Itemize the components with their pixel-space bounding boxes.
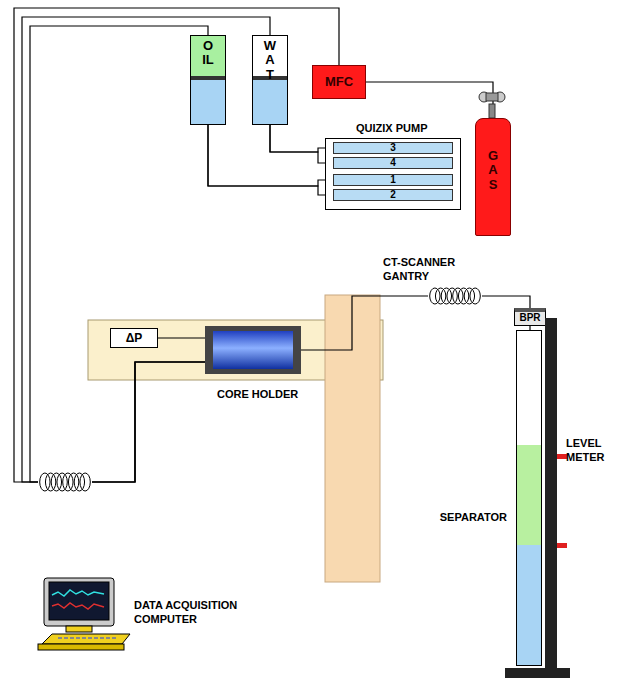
- pump-number: 4: [334, 158, 452, 168]
- meter-label: LEVEL METER: [566, 436, 616, 464]
- gas-bottle: GAS: [475, 118, 511, 236]
- ct-gantry: CT-SCANNER GANTRY: [325, 295, 380, 582]
- pump-number: 2: [334, 190, 452, 200]
- pump-housing: QUIZIX PUMP3412: [325, 138, 461, 210]
- back-pressure-regulator: BPR: [514, 308, 546, 326]
- core-holder: CORE HOLDER: [205, 326, 301, 374]
- bpr-label: BPR: [515, 312, 545, 324]
- level-meter-bar: LEVEL METER: [545, 318, 557, 670]
- gantry-label: CT-SCANNER GANTRY: [383, 255, 475, 283]
- separator-tube: SEPARATOR: [516, 330, 542, 666]
- core-holder-label: CORE HOLDER: [217, 388, 298, 400]
- tubing-line: [270, 125, 333, 163]
- tubing-line: [270, 125, 333, 152]
- mass-flow-controller: MFC: [312, 65, 366, 99]
- device-label: MFC: [313, 66, 365, 98]
- tubing-line: [14, 8, 339, 482]
- cylinder-label: WAT: [264, 39, 277, 82]
- level-marks: [557, 454, 567, 548]
- outlet-coil: [428, 286, 482, 306]
- inlet-coil: [38, 471, 92, 493]
- pump-number: 3: [334, 143, 452, 153]
- pump-cylinder: 3: [333, 142, 453, 154]
- pump-label: QUIZIX PUMP: [356, 122, 428, 134]
- pump-cylinder: 4: [333, 157, 453, 169]
- computer-label: DATA ACQUISITION COMPUTER: [134, 598, 259, 626]
- oil-cylinder: OIL: [190, 35, 226, 125]
- pump-number: 1: [334, 175, 452, 185]
- computer: DATA ACQUISITION COMPUTER: [40, 576, 132, 652]
- bottle-label: GAS: [487, 149, 500, 192]
- pressure-gauge: ΔP: [110, 328, 158, 348]
- gas-valve: [479, 92, 505, 118]
- computer-icon: [38, 578, 130, 650]
- cylinder-label: OIL: [202, 39, 215, 68]
- tubing-line: [366, 82, 493, 118]
- pump-cylinder: 1: [333, 174, 453, 186]
- tubing-line: [30, 26, 208, 482]
- separator-label: SEPARATOR: [440, 511, 507, 523]
- pump-cylinder: 2: [333, 189, 453, 201]
- gauge-label: ΔP: [111, 329, 157, 347]
- tubing-line: [301, 296, 530, 350]
- tubing-line: [158, 338, 205, 339]
- water-cylinder: WAT: [252, 35, 288, 125]
- tubing-line: [208, 125, 333, 195]
- tubing-line: [22, 17, 270, 482]
- stand-base: [505, 668, 570, 678]
- tubing-line: [208, 125, 333, 186]
